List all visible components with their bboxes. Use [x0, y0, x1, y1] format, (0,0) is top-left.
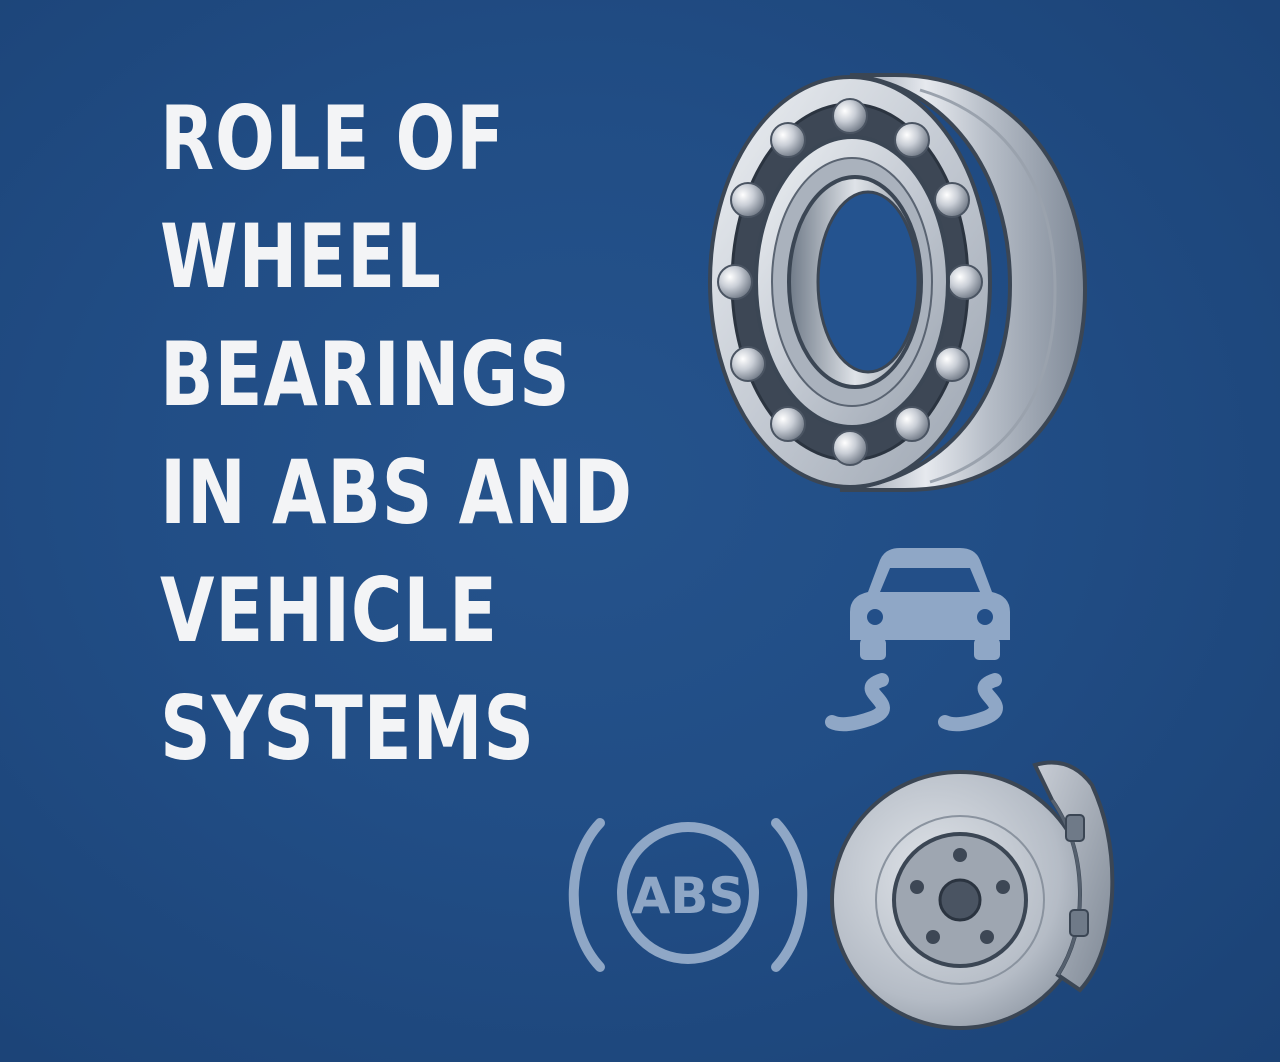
- brake-disc-caliper-icon: [830, 760, 1115, 1030]
- abs-label: ABS: [632, 867, 745, 925]
- car-skid-icon: [825, 548, 1010, 732]
- title-line: ROLE OF: [160, 87, 506, 190]
- ball-bearing-icon: [708, 73, 1088, 492]
- poster-title: ROLE OF WHEEL BEARINGS IN ABS AND VEHICL…: [160, 80, 760, 788]
- title-line: SYSTEMS: [160, 677, 535, 780]
- title-line: BEARINGS: [160, 323, 571, 426]
- title-line: VEHICLE: [160, 559, 498, 662]
- title-line: IN ABS AND: [160, 441, 633, 544]
- title-line: WHEEL: [160, 205, 442, 308]
- abs-warning-light-icon: ABS: [568, 818, 808, 972]
